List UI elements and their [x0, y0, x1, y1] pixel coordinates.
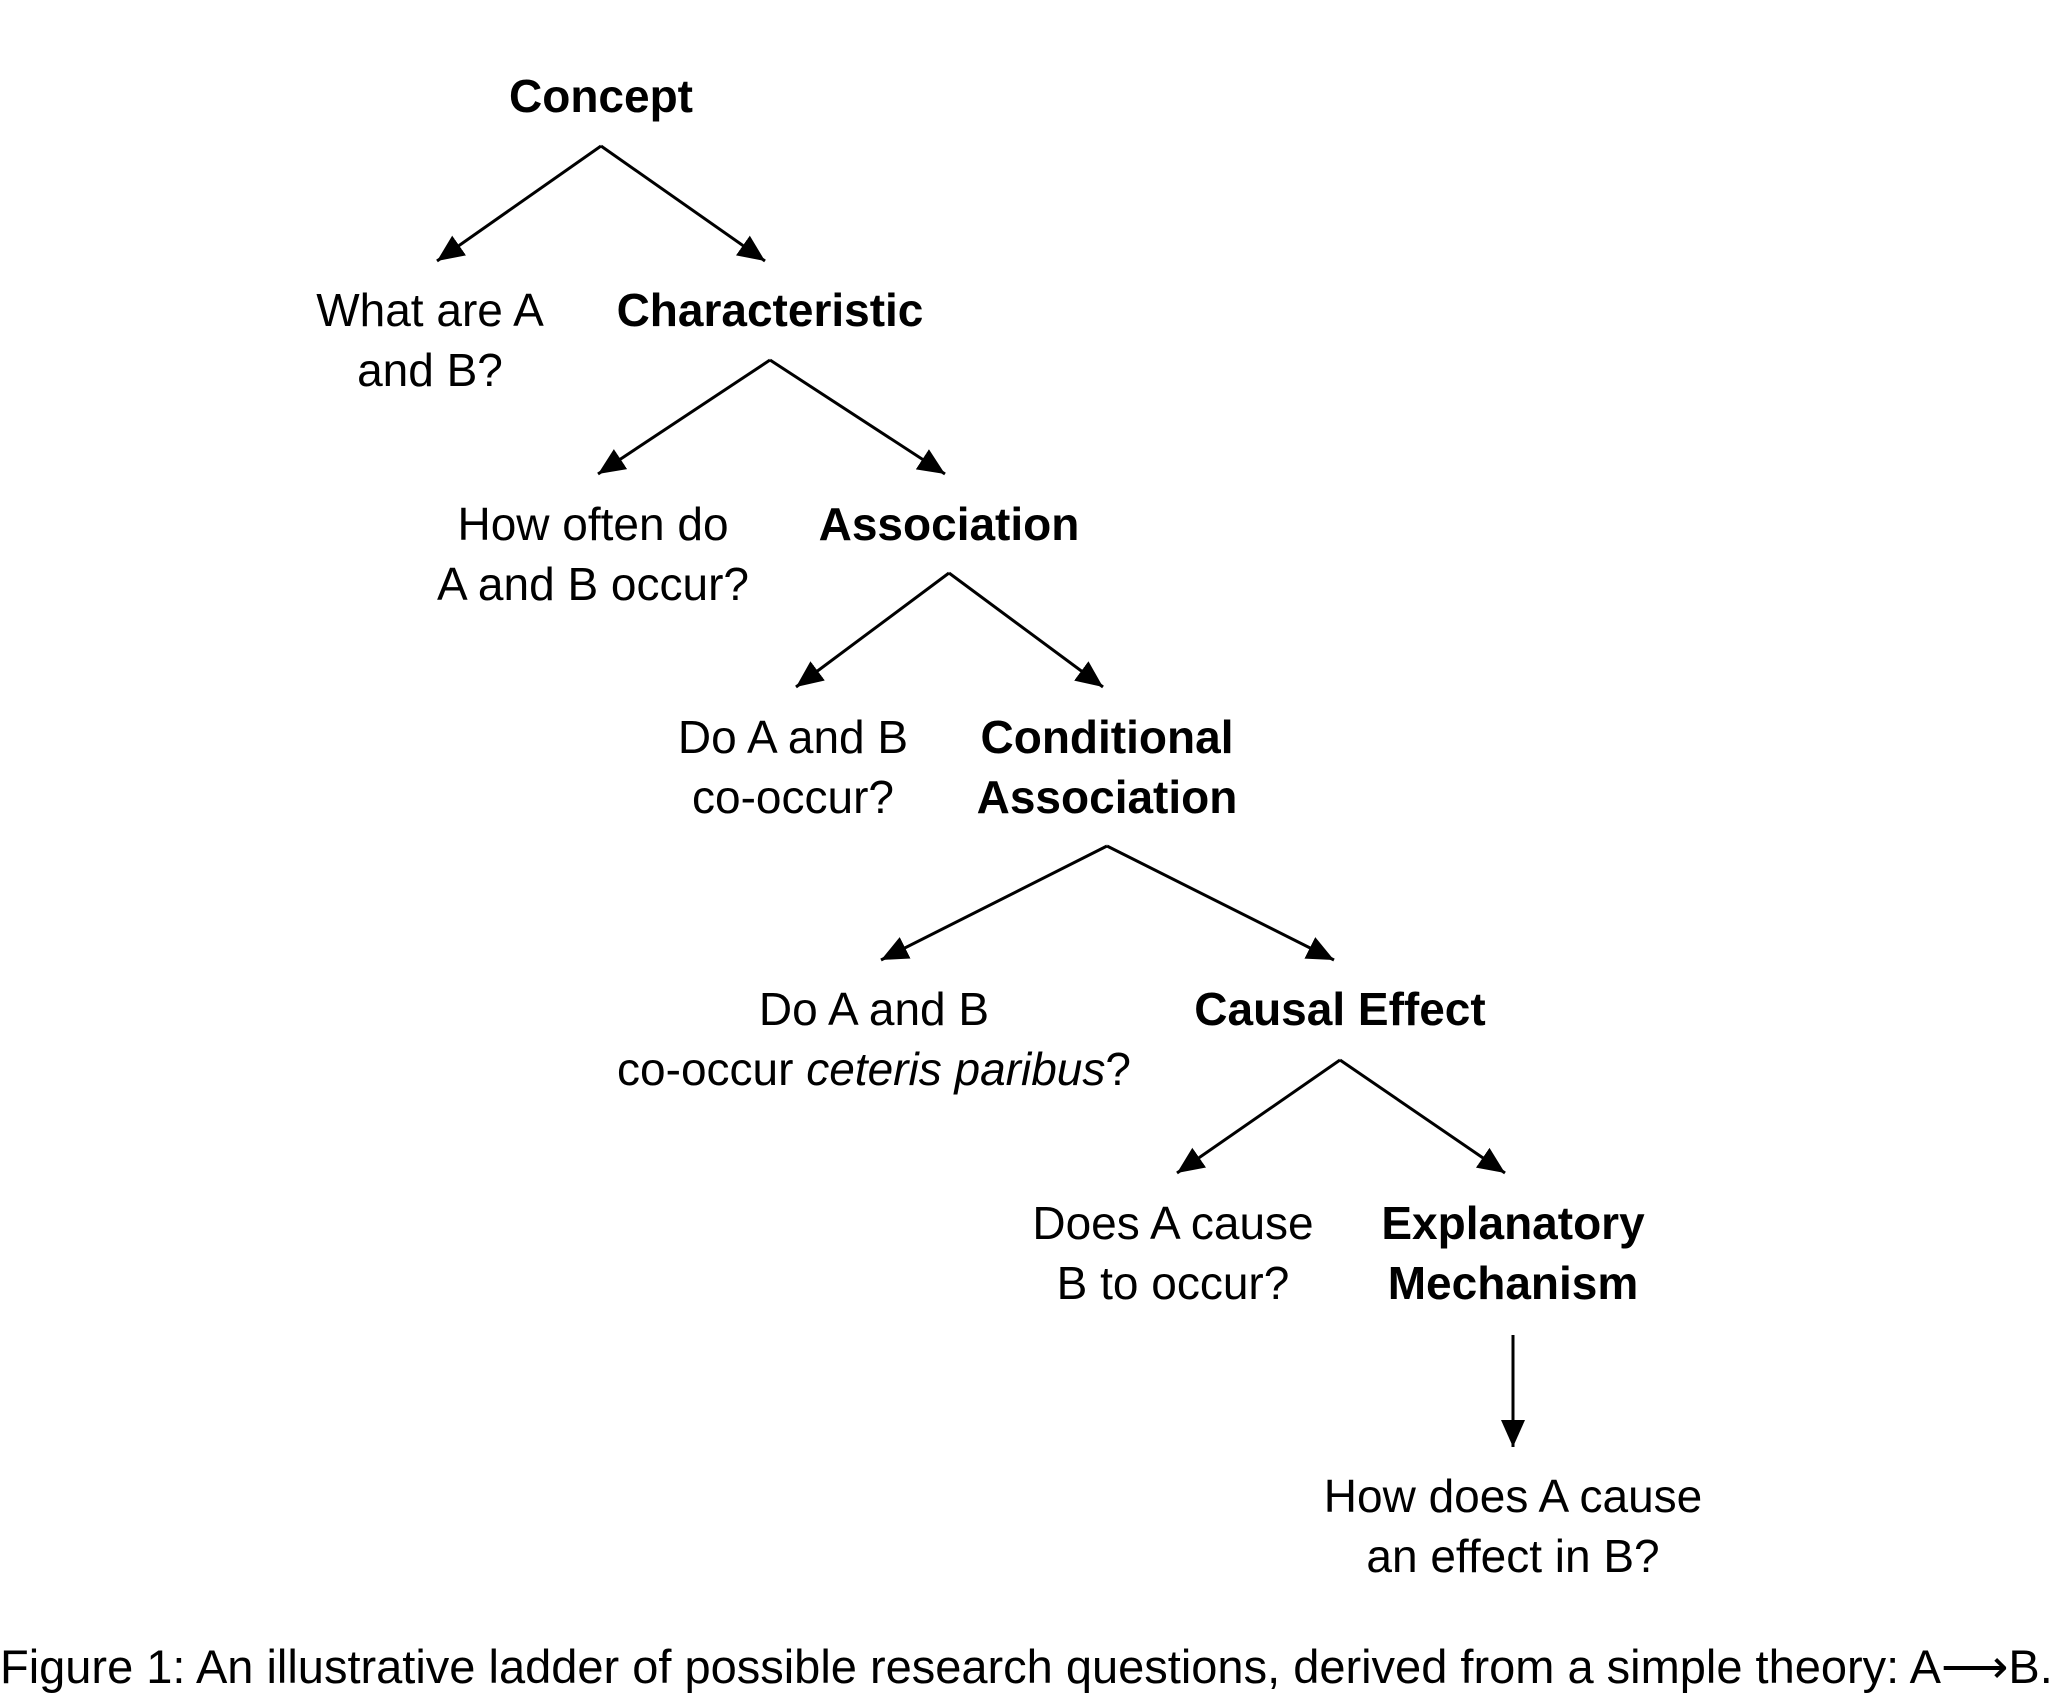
node-question-does-cause: Does A cause B to occur? [1003, 1193, 1343, 1313]
node-question-what-are: What are A and B? [270, 280, 590, 400]
arrow-concept-to-what [436, 144, 602, 263]
node-question-ceteris-line1: Do A and B [758, 983, 990, 1035]
node-explanatory-mechanism: Explanatory Mechanism [1343, 1193, 1683, 1313]
node-question-how-cause-line1: How does A cause [1323, 1470, 1703, 1522]
node-question-ceteris-line2: co-occur ceteris paribus? [617, 1043, 1131, 1095]
node-conditional-association-line1: Conditional [980, 711, 1234, 763]
arrow-concept-to-characteristic [600, 144, 766, 263]
arrow-characteristic-to-association [769, 358, 946, 476]
node-question-how-often-line1: How often do [457, 498, 729, 550]
arrow-conditional-to-ceteris [880, 844, 1108, 962]
arrow-association-to-conditional [948, 571, 1104, 689]
node-question-does-cause-line2: B to occur? [1056, 1257, 1290, 1309]
node-concept: Concept [509, 70, 693, 122]
arrow-association-to-cooccur [795, 571, 950, 689]
node-question-how-cause: How does A cause an effect in B? [1313, 1466, 1713, 1586]
node-question-how-often: How often do A and B occur? [423, 494, 763, 614]
node-question-cooccur: Do A and B co-occur? [633, 707, 953, 827]
arrow-causal-to-does-cause [1176, 1058, 1341, 1175]
node-association: Association [818, 498, 1080, 550]
diagram-arrows [436, 144, 1525, 1447]
node-characteristic: Characteristic [616, 284, 924, 336]
figure-caption: Figure 1: An illustrative ladder of poss… [0, 1640, 2053, 1693]
node-question-cooccur-line2: co-occur? [692, 771, 894, 823]
node-explanatory-mechanism-line2: Mechanism [1387, 1257, 1639, 1309]
node-question-does-cause-line1: Does A cause [1032, 1197, 1314, 1249]
arrow-conditional-to-causal [1106, 844, 1335, 962]
node-question-how-cause-line2: an effect in B? [1366, 1530, 1660, 1582]
node-question-ceteris-paribus: Do A and B co-occur ceteris paribus? [614, 979, 1134, 1099]
arrow-characteristic-to-how-often [597, 358, 771, 476]
node-question-cooccur-line1: Do A and B [677, 711, 909, 763]
arrow-causal-to-explanatory [1339, 1058, 1506, 1175]
node-conditional-association: Conditional Association [947, 707, 1267, 827]
research-question-ladder-diagram: Concept What are A and B? Characteristic… [0, 70, 2053, 1693]
node-question-what-are-line1: What are A [316, 284, 544, 336]
node-conditional-association-line2: Association [976, 771, 1238, 823]
node-explanatory-mechanism-line1: Explanatory [1381, 1197, 1645, 1249]
node-causal-effect: Causal Effect [1194, 983, 1486, 1035]
ceteris-paribus-italic: ceteris paribus [806, 1043, 1106, 1095]
node-question-how-often-line2: A and B occur? [437, 558, 749, 610]
node-question-what-are-line2: and B? [357, 344, 503, 396]
